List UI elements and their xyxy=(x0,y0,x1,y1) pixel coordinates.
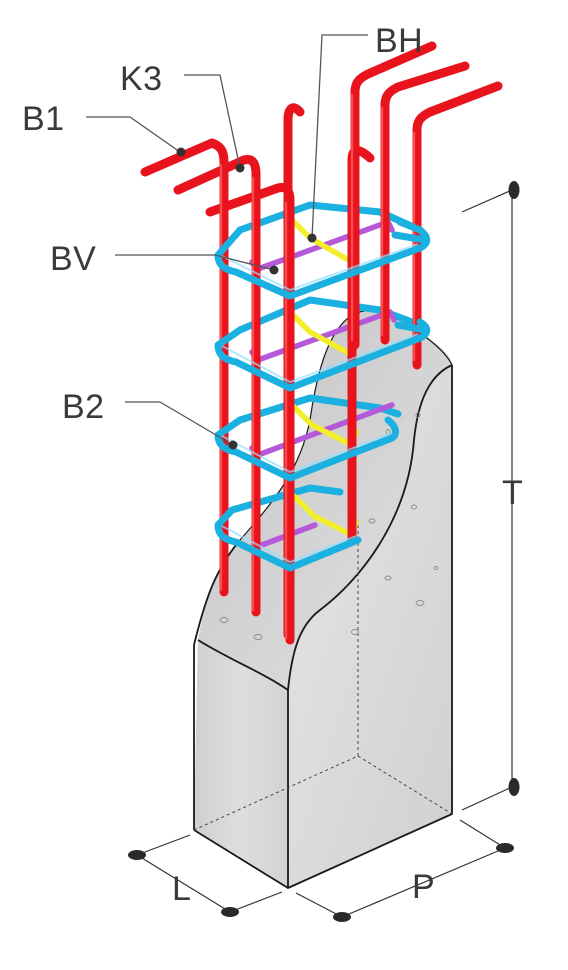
label-p-text: P xyxy=(412,868,435,906)
rebar-front-3 xyxy=(205,183,295,645)
label-bv-text: BV xyxy=(50,240,96,278)
dim-t-top-end xyxy=(508,181,520,199)
label-l-text: L xyxy=(172,870,191,908)
dim-l-left-end xyxy=(128,850,146,860)
rebar-back-1 xyxy=(350,41,437,350)
stirrups-front xyxy=(214,218,431,572)
bh-marker-dot xyxy=(307,233,317,243)
label-bh-text: BH xyxy=(375,22,423,60)
rebar-back-2 xyxy=(380,61,470,345)
rebar-front-2 xyxy=(173,155,261,617)
label-t-text: T xyxy=(502,474,523,512)
b1-marker-dot xyxy=(176,147,186,157)
rebar-front-1 xyxy=(140,138,229,597)
rebar-mid-1 xyxy=(283,103,305,640)
dim-p-left-end xyxy=(333,912,351,922)
k3-marker-dot xyxy=(235,163,245,173)
label-k3: K3 xyxy=(120,60,245,173)
dimension-p: P xyxy=(295,819,514,922)
concrete-pores xyxy=(219,412,439,640)
rebar-back-3 xyxy=(412,81,503,370)
dimension-t: T xyxy=(461,181,523,811)
label-b2: B2 xyxy=(62,388,238,450)
label-bv: BV xyxy=(50,240,279,278)
dim-l-right-end xyxy=(221,907,239,917)
dim-p-right-end xyxy=(496,843,514,853)
label-bh: BH xyxy=(307,22,423,243)
label-b1: B1 xyxy=(22,100,186,157)
dim-t-bottom-end xyxy=(508,778,520,796)
b2-marker-dot xyxy=(228,440,238,450)
longitudinal-rebars xyxy=(140,41,503,645)
label-b1-text: B1 xyxy=(22,100,65,138)
concrete-side-face xyxy=(288,365,452,888)
bv-marker-dot xyxy=(269,265,279,275)
label-k3-text: K3 xyxy=(120,60,163,98)
dimension-l: L xyxy=(128,834,283,917)
label-b2-text: B2 xyxy=(62,388,105,426)
